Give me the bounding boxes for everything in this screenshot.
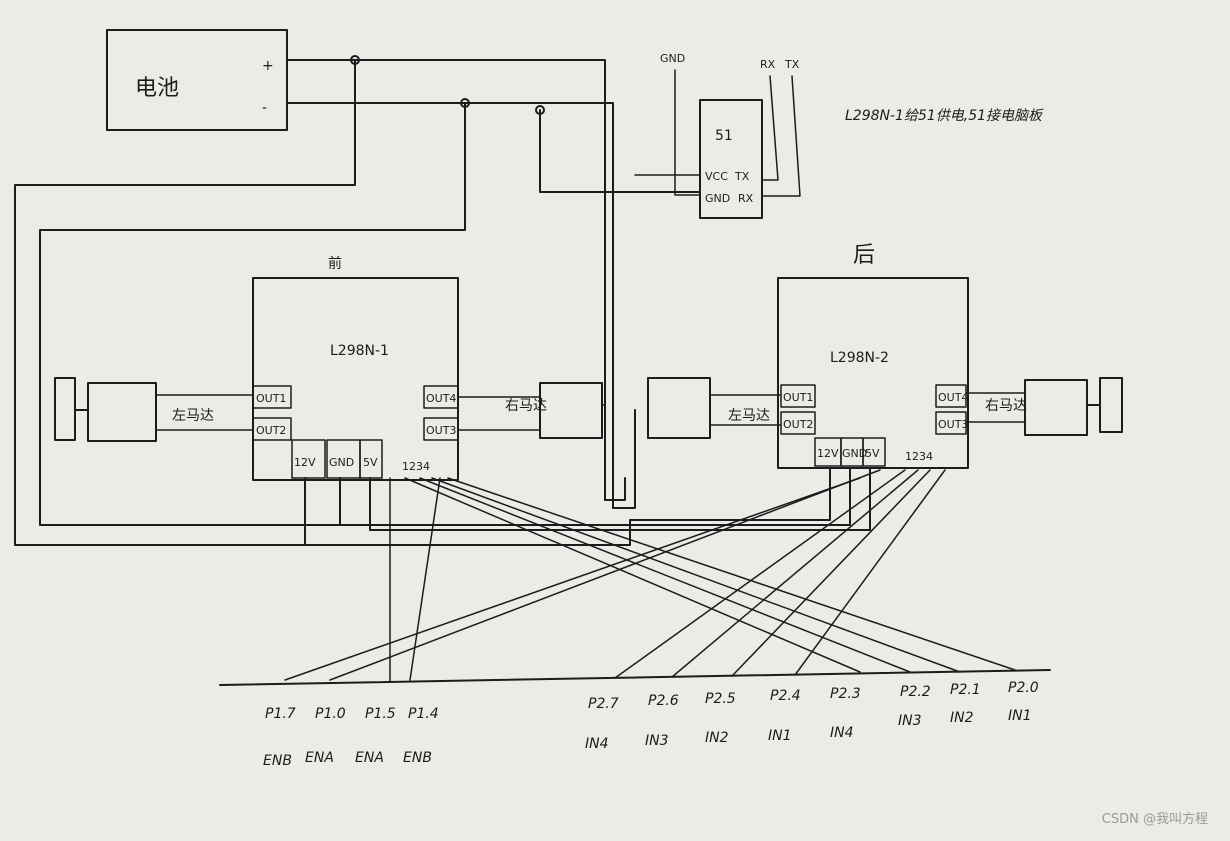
l298n-1-ctrl-pins: 1234 [402,460,430,473]
l298n-2-module: L298N-2 OUT1 OUT2 OUT4 OUT3 12V GND 5V 1… [777,277,969,469]
mcu-vcc-pin: VCC [705,170,728,183]
signal-enb-1: ENB [263,753,292,769]
port-p2-5: P2.5 [705,691,736,707]
rear-label: 后 [853,243,875,268]
battery: 电池 + - [106,29,288,131]
l298n-1-out2: OUT2 [256,424,286,437]
l298n-1-module: L298N-1 OUT1 OUT2 OUT4 OUT3 12V GND 5V 1… [252,277,459,481]
l298n-1-out3: OUT3 [426,424,456,437]
motor-right-1: 右马达 [457,382,606,439]
signal-bus-line [219,669,1051,686]
port-p1-0: P1.0 [315,706,346,722]
top-gnd-label: GND [660,52,685,65]
bus-left-labels: P1.7 P1.0 P1.5 P1.4 ENB ENA ENA ENB [263,706,439,769]
port-p2-2: P2.2 [900,684,931,700]
l298n-2-5v: 5V [865,447,880,460]
l298n-1-12v: 12V [294,456,316,469]
signal-in4-1: IN4 [585,736,609,752]
top-tx-label: TX [784,58,800,71]
signal-enb-2: ENB [403,750,432,766]
motor-right-1-label: 右马达 [505,398,547,414]
l298n-2-name: L298N-2 [830,350,889,366]
port-p2-7: P2.7 [588,696,619,712]
signal-in3-2: IN3 [898,713,922,729]
l298n-2-out3: OUT3 [938,418,968,431]
l298n-2-out4: OUT4 [938,391,968,404]
battery-label: 电池 [135,76,179,101]
l298n-1-name: L298N-1 [330,343,389,359]
watermark: CSDN @我叫方程 [1101,812,1208,827]
l298n-2-out1: OUT1 [783,391,813,404]
motor-right-2: 右马达 [965,377,1123,436]
motor-left-2-label: 左马达 [728,408,770,424]
l298n-1-out1: OUT1 [256,392,286,405]
port-p2-0: P2.0 [1008,680,1039,696]
l298n-1-gnd: GND [329,456,354,469]
signal-in4-2: IN4 [830,725,854,741]
l298n-2-ctrl-pins: 1234 [905,450,933,463]
signal-in1-1: IN1 [768,728,792,744]
mcu-rx-pin: RX [738,192,754,205]
l298n-2-out2: OUT2 [783,418,813,431]
port-p1-7: P1.7 [265,706,296,722]
port-p2-1: P2.1 [950,682,981,698]
motor-left-1: 左马达 [54,377,254,442]
signal-ena-1: ENA [305,750,334,766]
top-rx-label: RX [760,58,776,71]
port-p2-6: P2.6 [648,693,679,709]
battery-plus: + [262,58,274,74]
front-label: 前 [328,255,342,272]
l298n-2-12v: 12V [817,447,839,460]
port-p1-5: P1.5 [365,706,396,722]
battery-minus: - [262,100,267,116]
power-rails [14,55,871,546]
signal-in3-1: IN3 [645,733,669,749]
l298n-2-gnd: GND [842,447,867,460]
l298n-1-out4: OUT4 [426,392,456,405]
signal-in2-1: IN2 [705,730,729,746]
motor-right-2-label: 右马达 [985,398,1027,414]
port-p2-3: P2.3 [830,686,861,702]
mcu-gnd-pin: GND [705,192,730,205]
bus-right-labels: P2.7 P2.6 P2.5 P2.4 P2.3 P2.2 P2.1 P2.0 … [585,680,1039,752]
signal-in2-2: IN2 [950,710,974,726]
motor-left-2: 左马达 [647,377,782,439]
signal-in1-2: IN1 [1008,708,1032,724]
power-note: L298N-1给51供电,51接电脑板 [845,108,1044,124]
signal-ena-2: ENA [355,750,384,766]
mcu-51: 51 VCC TX GND RX GND RX TX [634,52,801,219]
mcu-label: 51 [715,128,733,144]
port-p2-4: P2.4 [770,688,801,704]
port-p1-4: P1.4 [408,706,439,722]
mcu-tx-pin: TX [734,170,750,183]
motor-left-1-label: 左马达 [172,408,214,424]
control-wires [284,469,1016,683]
l298n-1-5v: 5V [363,456,378,469]
